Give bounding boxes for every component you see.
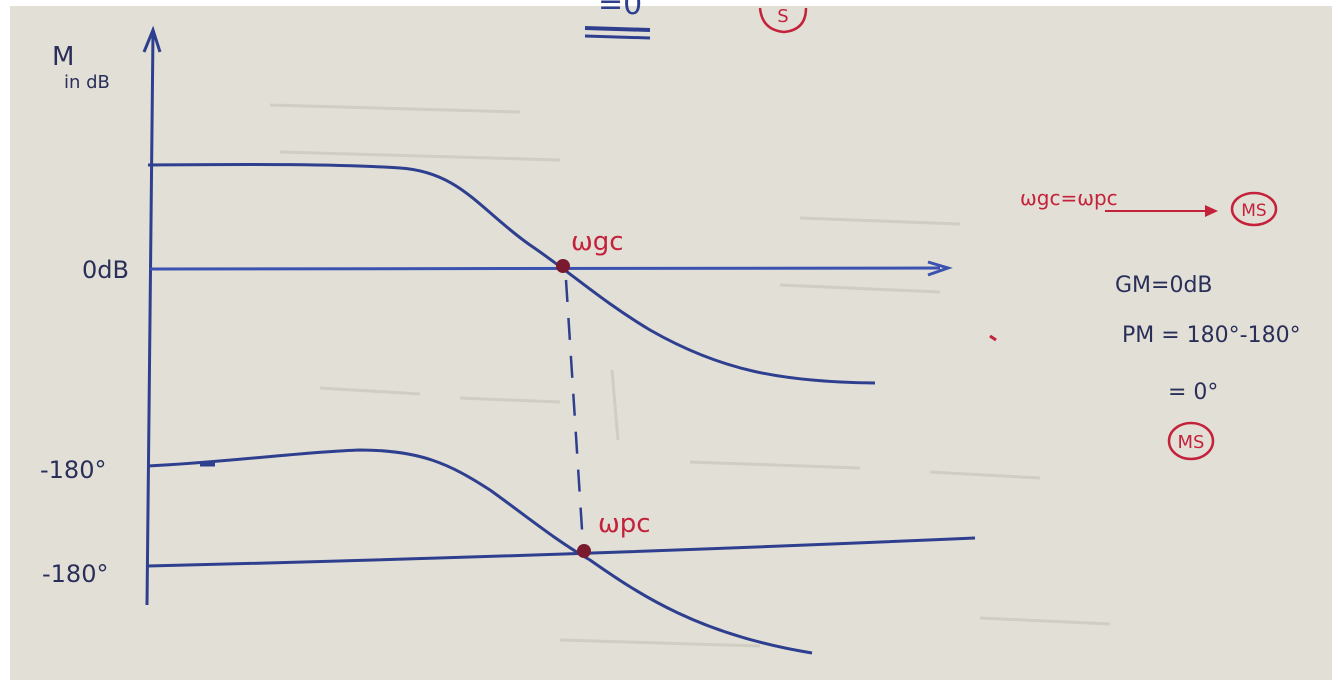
axis-label-unit: in dB	[64, 72, 110, 93]
underlined-mark: =0	[598, 0, 642, 22]
gain-crossover-point	[556, 259, 570, 273]
crossover-condition: ωgc=ωpc	[1020, 186, 1118, 210]
circle-mark	[758, 7, 808, 34]
conclusion-text: MS	[1178, 432, 1205, 453]
underline-stroke	[584, 26, 651, 32]
vertical-axis-arrow	[142, 25, 162, 53]
side-tick	[989, 334, 997, 342]
underline-stroke-2	[584, 34, 651, 40]
vertical-axis	[145, 31, 155, 606]
crossover-dashed-line	[564, 279, 585, 546]
zero-db-arrow	[927, 260, 953, 277]
phase-margin-result: = 0°	[1168, 380, 1218, 405]
zero-db-label: 0dB	[82, 256, 129, 284]
phase-crossover-label: ωpc	[598, 509, 651, 539]
phase-upper-label: -180°	[40, 456, 106, 484]
axis-label-m: M	[52, 42, 74, 72]
show-through-text	[269, 103, 1111, 648]
condition-arrow-head	[1205, 205, 1218, 217]
phase-margin-text: PM = 180°-180°	[1122, 323, 1301, 348]
phase-lower-label: -180°	[42, 560, 108, 588]
gain-margin-text: GM=0dB	[1115, 273, 1213, 298]
phase-curve	[147, 448, 813, 655]
phase-crossover-point	[577, 544, 591, 558]
gain-crossover-label: ωgc	[571, 227, 624, 257]
magnitude-curve	[147, 162, 876, 385]
paper-sheen	[10, 6, 1332, 680]
condition-result: MS	[1241, 201, 1266, 221]
zero-db-line	[149, 266, 941, 271]
conclusion-circle	[1167, 421, 1215, 461]
minus-180-line	[147, 536, 976, 568]
condition-result-circle	[1230, 191, 1278, 227]
circled-letter: S	[777, 6, 788, 27]
